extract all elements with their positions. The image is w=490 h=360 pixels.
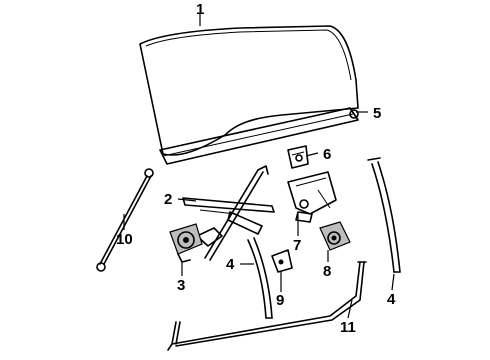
door-glass: [139, 25, 359, 156]
lower-cable: [167, 261, 367, 351]
door-latch: [287, 145, 309, 169]
callout-5: 5: [373, 105, 381, 122]
callout-8: 8: [323, 263, 331, 280]
leader-lines: [123, 14, 395, 319]
run-channel-left: [247, 237, 273, 319]
callout-2: 2: [164, 191, 172, 208]
callout-3: 3: [177, 277, 185, 294]
lock-motor: [319, 221, 351, 251]
window-regulator: [182, 165, 275, 261]
run-channel-right: [367, 157, 401, 273]
callout-1: 1: [196, 1, 204, 18]
callouts: 1 5 6 2 10 7 4 8 3 9 4 11: [116, 1, 396, 336]
callout-4-left: 4: [226, 256, 235, 273]
callout-11: 11: [340, 319, 356, 336]
small-actuator: [271, 249, 293, 273]
callout-4-right: 4: [387, 291, 396, 308]
callout-7: 7: [293, 237, 301, 254]
callout-9: 9: [276, 292, 284, 309]
belt-weatherstrip: [159, 107, 359, 165]
regulator-motor: [169, 223, 203, 263]
lock-actuator: [287, 171, 337, 223]
lock-rod: [96, 168, 154, 272]
callout-6: 6: [323, 146, 331, 163]
callout-10: 10: [116, 231, 133, 248]
